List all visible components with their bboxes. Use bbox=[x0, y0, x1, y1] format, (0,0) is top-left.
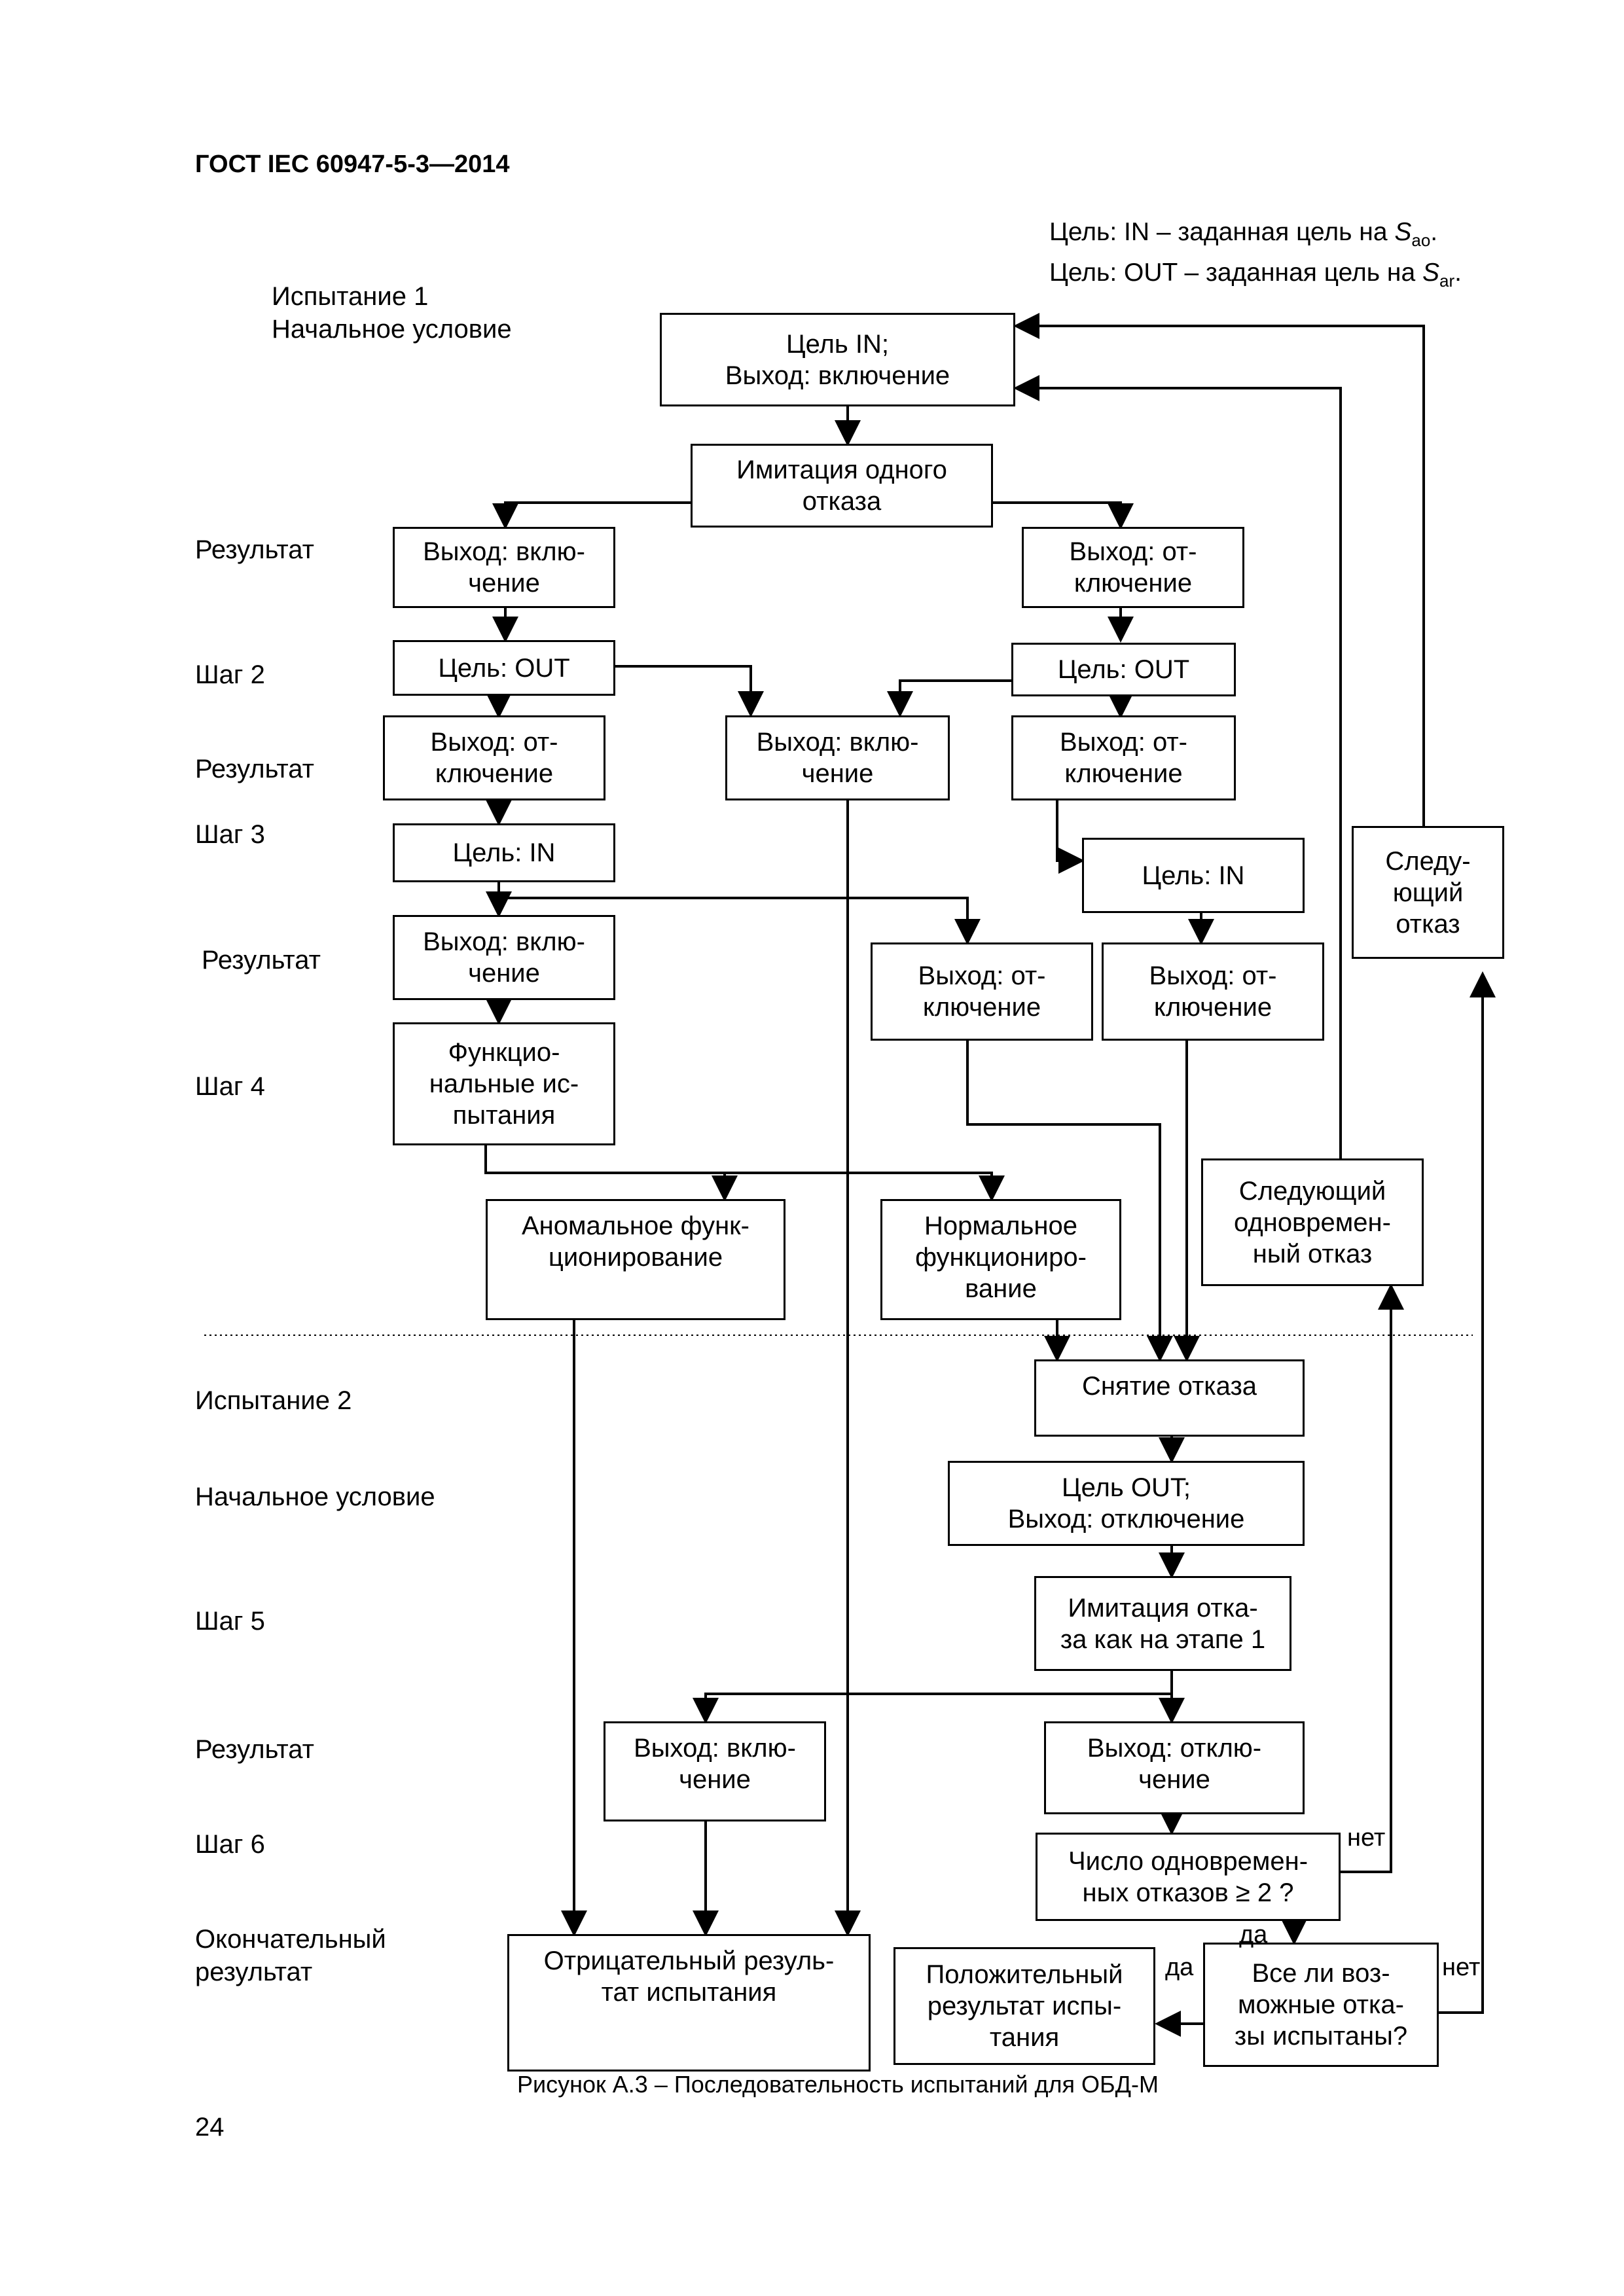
box-all-faults-tested-decision: Все ли воз- можные отка- зы испытаны? bbox=[1203, 1943, 1439, 2067]
label-final-result-line-1: Окончательный bbox=[195, 1925, 386, 1954]
label-result-1: Результат bbox=[195, 535, 314, 564]
box-step2-right-goal-out: Цель: OUT bbox=[1011, 643, 1236, 696]
box-step2-mid-output-on: Выход: вклю- чение bbox=[725, 715, 950, 800]
label-step-2: Шаг 2 bbox=[195, 660, 265, 689]
label-step-6: Шаг 6 bbox=[195, 1830, 265, 1859]
box-step3-left-goal-in: Цель: IN bbox=[393, 823, 615, 882]
legend-line-2: Цель: OUT – заданная цель на Sar. bbox=[1049, 258, 1462, 291]
box-step3-right-goal-in: Цель: IN bbox=[1082, 838, 1305, 913]
box-functional-tests: Функцио- нальные ис- пытания bbox=[393, 1022, 615, 1145]
decision-yes-label-1: да bbox=[1239, 1921, 1268, 1948]
label-result-5: Результат bbox=[195, 1735, 314, 1764]
box-result3-output-on: Выход: вклю- чение bbox=[393, 915, 615, 1000]
box-result5-output-on: Выход: вклю- чение bbox=[604, 1721, 826, 1821]
box-goal-out-output-off: Цель OUT; Выход: отключение bbox=[948, 1461, 1305, 1546]
label-initial-condition-1: Начальное условие bbox=[272, 315, 512, 344]
box-positive-result: Положительный результат испы- тания bbox=[893, 1947, 1155, 2065]
decision-no-label-2: нет bbox=[1442, 1954, 1481, 1981]
decision-yes-label-2: да bbox=[1165, 1954, 1194, 1981]
label-initial-condition-2: Начальное условие bbox=[195, 1482, 435, 1511]
legend: Цель: IN – заданная цель на Sao. Цель: O… bbox=[1049, 216, 1462, 297]
box-result3-mid-output-off: Выход: от- ключение bbox=[871, 942, 1093, 1041]
box-simulate-one-fault: Имитация одного отказа bbox=[691, 444, 993, 528]
box-abnormal-functioning: Аномальное функ- ционирование bbox=[486, 1199, 785, 1320]
box-result5-output-off: Выход: отклю- чение bbox=[1044, 1721, 1305, 1814]
box-step2-right-output-off: Выход: от- ключение bbox=[1011, 715, 1236, 800]
label-test-1: Испытание 1 bbox=[272, 282, 429, 311]
box-goal-in-output-on: Цель IN; Выход: включение bbox=[660, 313, 1015, 406]
decision-no-label-1: нет bbox=[1347, 1824, 1386, 1852]
box-simultaneous-fault-count-decision: Число одновремен- ных отказов ≥ 2 ? bbox=[1036, 1833, 1341, 1921]
legend-line-1: Цель: IN – заданная цель на Sao. bbox=[1049, 218, 1438, 250]
box-negative-result: Отрицательный резуль- тат испытания bbox=[507, 1934, 871, 2072]
box-result3-right-output-off: Выход: от- ключение bbox=[1102, 942, 1324, 1041]
box-result1-output-off: Выход: от- ключение bbox=[1022, 527, 1244, 608]
box-next-fault: Следу- ющий отказ bbox=[1352, 826, 1504, 959]
box-remove-fault: Снятие отказа bbox=[1034, 1359, 1305, 1437]
box-next-simultaneous-fault: Следующий одновремен- ный отказ bbox=[1201, 1158, 1424, 1286]
figure-caption: Рисунок А.3 – Последовательность испытан… bbox=[517, 2071, 1159, 2098]
label-final-result-line-2: результат bbox=[195, 1958, 313, 1986]
box-step2-left-output-off: Выход: от- ключение bbox=[383, 715, 605, 800]
document-header: ГОСТ IEC 60947-5-3—2014 bbox=[195, 151, 510, 178]
label-step-4: Шаг 4 bbox=[195, 1072, 265, 1101]
box-result1-output-on: Выход: вклю- чение bbox=[393, 527, 615, 608]
label-result-3: Результат bbox=[202, 946, 321, 975]
label-test-2: Испытание 2 bbox=[195, 1386, 352, 1415]
label-step-3: Шаг 3 bbox=[195, 820, 265, 849]
box-normal-functioning: Нормальное функциониро- вание bbox=[880, 1199, 1121, 1320]
box-simulate-fault-as-step-1: Имитация отка- за как на этапе 1 bbox=[1034, 1576, 1291, 1671]
label-step-5: Шаг 5 bbox=[195, 1607, 265, 1636]
page-number: 24 bbox=[195, 2113, 225, 2142]
box-step2-left-goal-out: Цель: OUT bbox=[393, 640, 615, 696]
label-result-2: Результат bbox=[195, 755, 314, 783]
